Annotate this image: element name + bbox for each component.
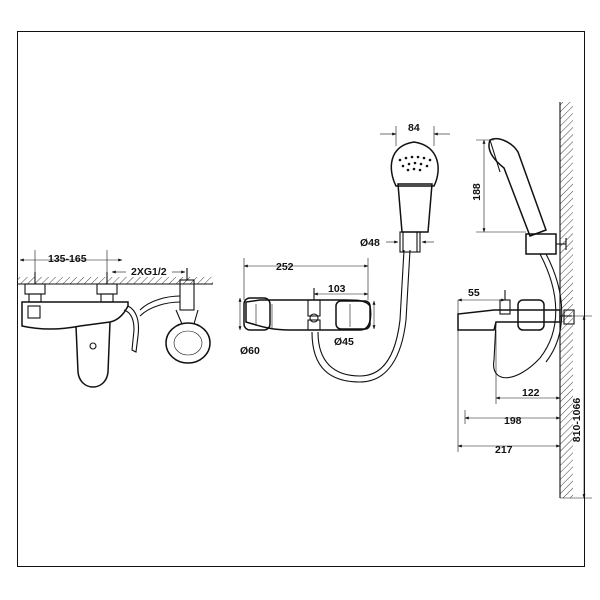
label-103: 103 — [328, 283, 346, 295]
dimension-217: 217 — [457, 330, 561, 456]
drawing-frame — [17, 31, 585, 567]
dimension-55: 55 — [457, 287, 506, 314]
label-135-165: 135-165 — [48, 253, 87, 265]
label-122: 122 — [522, 387, 540, 399]
dimension-188: 188 — [471, 139, 526, 233]
label-188: 188 — [471, 183, 483, 201]
mixer-top-view — [18, 268, 213, 388]
dimension-84: 84 — [380, 122, 450, 146]
mixer-side-view — [457, 102, 575, 498]
label-thread: 2XG1/2 — [131, 266, 167, 278]
label-252: 252 — [276, 261, 294, 273]
dimension-810-1066: 810-1066 — [560, 315, 592, 499]
label-217: 217 — [495, 444, 513, 456]
dimension-198: 198 — [464, 410, 561, 427]
dimension-103: 103 — [313, 283, 369, 300]
dimension-122: 122 — [495, 330, 561, 404]
label-84: 84 — [408, 122, 420, 134]
dimension-dia48: Ø48 — [360, 237, 434, 249]
shower-nozzles — [398, 155, 432, 172]
dimension-dia60: Ø60 — [238, 297, 260, 357]
label-55: 55 — [468, 287, 480, 299]
label-dia45: Ø45 — [334, 336, 354, 348]
dimension-135-165: 135-165 — [19, 250, 123, 272]
label-dia48: Ø48 — [360, 237, 380, 249]
mixer-front-view — [243, 141, 439, 383]
label-198: 198 — [504, 415, 522, 427]
dimension-dia45: Ø45 — [334, 300, 376, 348]
dimension-thread: 2XG1/2 — [111, 266, 186, 278]
label-810-1066: 810-1066 — [571, 398, 583, 443]
label-dia60: Ø60 — [240, 345, 260, 357]
